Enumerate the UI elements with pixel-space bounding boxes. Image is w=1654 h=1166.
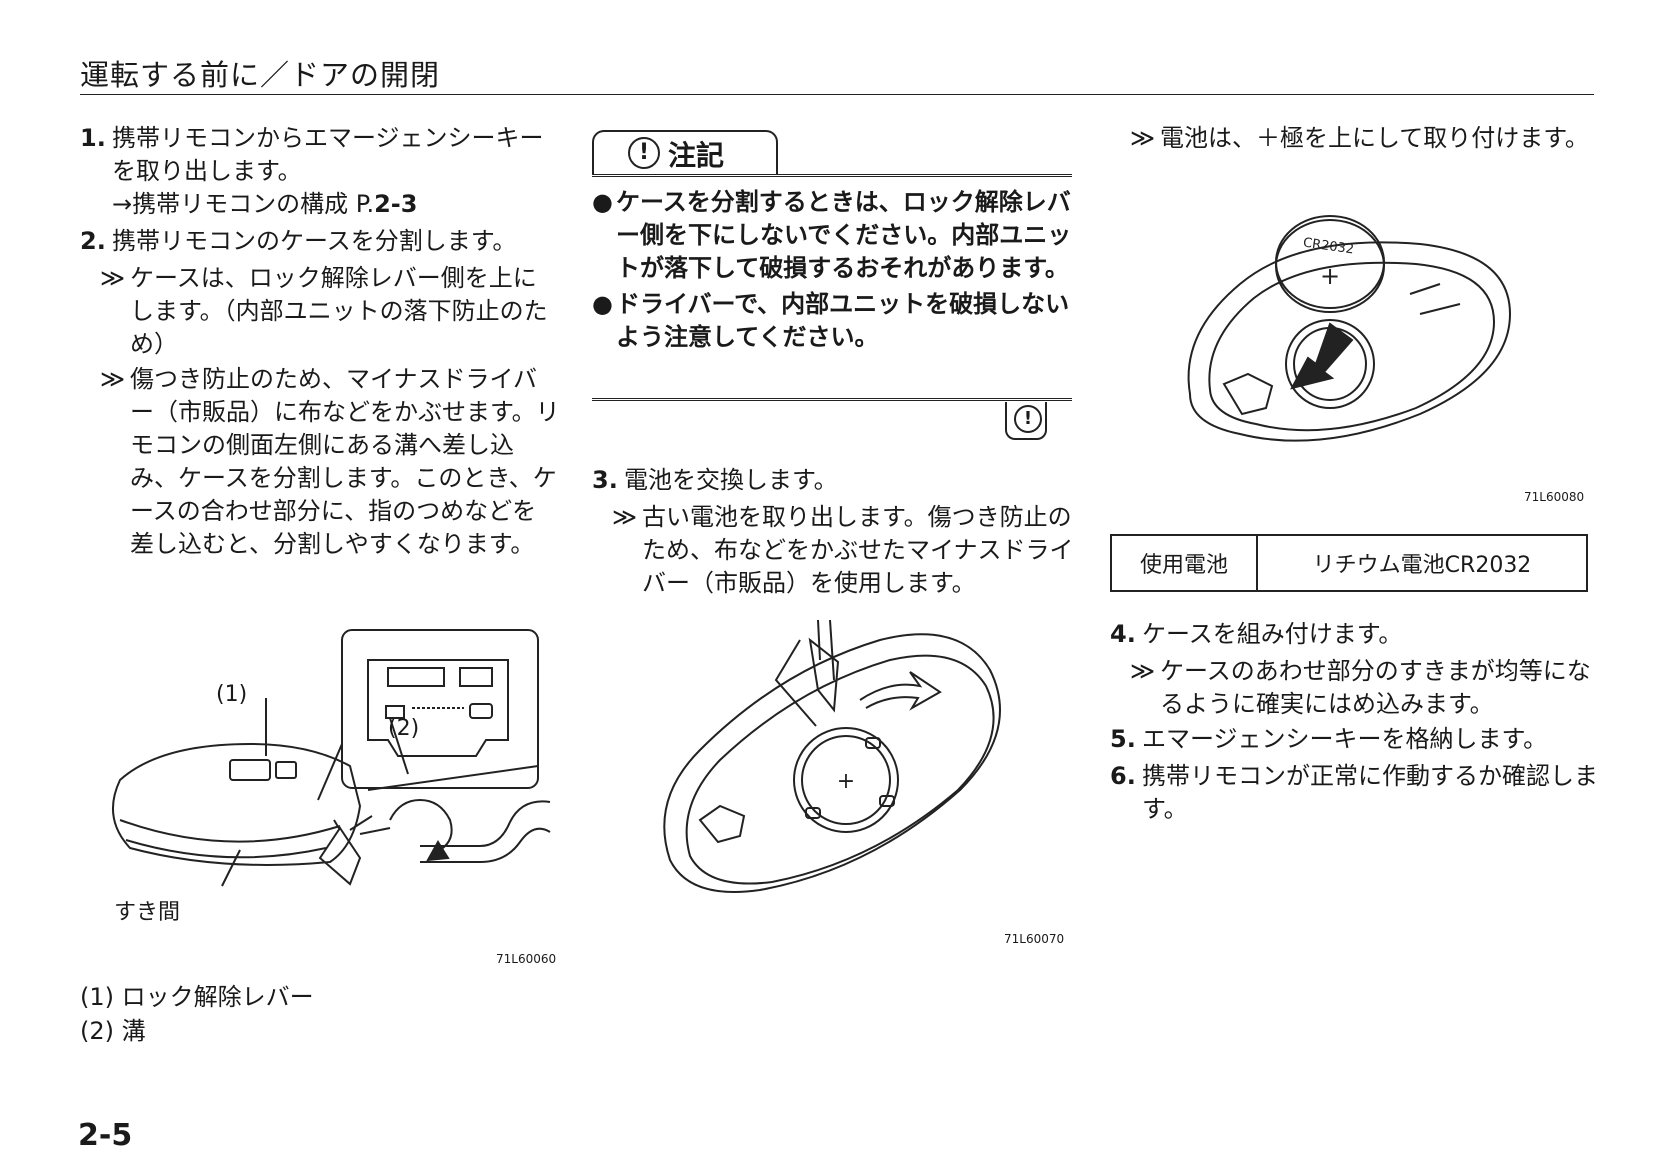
- bullet: ●: [592, 188, 613, 216]
- caution-header: ! 注記: [592, 130, 778, 174]
- caution-bottom-rule: [592, 398, 1072, 401]
- note-mark: ≫: [1130, 124, 1156, 152]
- step-text: ケースを組み付けます。: [1142, 620, 1403, 648]
- step-text: 携帯リモコンのケースを分割します。: [112, 227, 517, 255]
- battery-install-illustration: CR2032 +: [1187, 215, 1512, 442]
- figure-legend: (1) ロック解除レバー (2) 溝: [80, 980, 314, 1048]
- step-text: 電池を交換します。: [624, 466, 838, 494]
- step-text: 携帯リモコンが正常に作動するか確認します。: [1142, 762, 1598, 823]
- figure-code: 71L60060: [496, 952, 557, 966]
- callout-2-label: (2): [388, 716, 420, 741]
- figure-battery-install: CR2032 +: [1180, 214, 1520, 484]
- step-5: 5. エマージェンシーキーを格納します。: [1110, 723, 1600, 756]
- note-mark: ≫: [100, 365, 126, 393]
- step-1: 1. 携帯リモコンからエマージェンシーキーを取り出します。 →携帯リモコンの構成…: [80, 122, 560, 221]
- step-number: 6.: [1110, 762, 1136, 790]
- caution-item-text: ケースを分割するときは、ロック解除レバー側を下にしないでください。内部ユニットが…: [616, 188, 1072, 282]
- exclamation-icon: !: [628, 137, 660, 169]
- step-2-note-1: ≫ ケースは、ロック解除レバー側を上にします。（内部ユニットの落下防止のため）: [100, 262, 560, 361]
- reference-page: 2-3: [374, 190, 418, 218]
- page-number: 2-5: [78, 1118, 133, 1153]
- step-number: 2.: [80, 227, 106, 255]
- step-number: 3.: [592, 466, 618, 494]
- gap-label: すき間: [114, 900, 181, 925]
- figure-code: 71L60080: [1524, 490, 1585, 504]
- step-4: 4. ケースを組み付けます。: [1110, 618, 1600, 651]
- title-divider: [80, 94, 1594, 95]
- note-mark: ≫: [100, 264, 126, 292]
- remote-split-illustration: [112, 629, 551, 887]
- step-6: 6. 携帯リモコンが正常に作動するか確認します。: [1110, 760, 1600, 826]
- note-text: 古い電池を取り出します。傷つき防止のため、布などをかぶせたマイナスドライバー（市…: [642, 503, 1074, 597]
- caution-label: 注記: [668, 139, 725, 172]
- caution-item-text: ドライバーで、内部ユニットを破損しないよう注意してください。: [616, 290, 1070, 351]
- step-text: 携帯リモコンからエマージェンシーキーを取り出します。: [112, 124, 544, 185]
- step-number: 5.: [1110, 725, 1136, 753]
- note-mark: ≫: [1130, 657, 1156, 685]
- battery-orientation-note: ≫ 電池は、＋極を上にして取り付けます。: [1130, 122, 1600, 155]
- bullet: ●: [592, 290, 613, 318]
- step-4-note: ≫ ケースのあわせ部分のすきまが均等になるように確実にはめ込みます。: [1130, 655, 1600, 721]
- column-left: 1. 携帯リモコンからエマージェンシーキーを取り出します。 →携帯リモコンの構成…: [80, 122, 560, 563]
- spec-value: リチウム電池CR2032: [1312, 553, 1532, 578]
- battery-removal-illustration: +: [663, 619, 1001, 893]
- note-text: ケースは、ロック解除レバー側を上にします。（内部ユニットの落下防止のため）: [130, 264, 548, 358]
- battery-plus-sign: +: [837, 769, 855, 794]
- figure-code: 71L60070: [1004, 932, 1065, 946]
- figure-battery-removal: +: [660, 619, 1020, 920]
- note-mark: ≫: [612, 503, 638, 531]
- cross-reference: →携帯リモコンの構成 P.2-3: [112, 188, 560, 221]
- battery-model-label: CR2032: [1302, 236, 1355, 258]
- step-2: 2. 携帯リモコンのケースを分割します。: [80, 225, 560, 258]
- exclamation-icon: !: [1014, 405, 1042, 433]
- step-2-note-2: ≫ 傷つき防止のため、マイナスドライバー（市販品）に布などをかぶせます。リモコン…: [100, 363, 560, 561]
- battery-plus-sign: +: [1320, 262, 1340, 290]
- note-text: 傷つき防止のため、マイナスドライバー（市販品）に布などをかぶせます。リモコンの側…: [130, 365, 560, 558]
- spec-label: 使用電池: [1112, 536, 1258, 590]
- battery-spec-table: 使用電池 リチウム電池CR2032: [1110, 534, 1588, 592]
- step-number: 4.: [1110, 620, 1136, 648]
- note-text: 電池は、＋極を上にして取り付けます。: [1160, 124, 1589, 152]
- step-text: エマージェンシーキーを格納します。: [1142, 725, 1548, 753]
- step-3-note: ≫ 古い電池を取り出します。傷つき防止のため、布などをかぶせたマイナスドライバー…: [612, 501, 1078, 600]
- section-title: 運転する前に／ドアの開閉: [80, 58, 441, 92]
- note-text: ケースのあわせ部分のすきまが均等になるように確実にはめ込みます。: [1160, 657, 1591, 718]
- column-right-top: ≫ 電池は、＋極を上にして取り付けます。: [1110, 122, 1600, 157]
- figure-case-split: (1) (2) すき間: [90, 620, 560, 960]
- caution-top-rule: [592, 174, 1072, 177]
- caution-end-marker: !: [1005, 402, 1047, 440]
- column-middle: 3. 電池を交換します。 ≫ 古い電池を取り出します。傷つき防止のため、布などを…: [592, 464, 1078, 602]
- column-right: 4. ケースを組み付けます。 ≫ ケースのあわせ部分のすきまが均等になるように確…: [1110, 618, 1600, 830]
- caution-item: ● ドライバーで、内部ユニットを破損しないよう注意してください。: [592, 288, 1072, 354]
- legend-item-2: (2) 溝: [80, 1017, 146, 1045]
- caution-list: ● ケースを分割するときは、ロック解除レバー側を下にしないでください。内部ユニッ…: [592, 186, 1072, 357]
- legend-item-1: (1) ロック解除レバー: [80, 983, 314, 1011]
- caution-item: ● ケースを分割するときは、ロック解除レバー側を下にしないでください。内部ユニッ…: [592, 186, 1072, 285]
- reference-text: →携帯リモコンの構成 P.: [112, 190, 375, 218]
- step-number: 1.: [80, 124, 106, 152]
- callout-1-label: (1): [216, 682, 248, 707]
- step-3: 3. 電池を交換します。: [592, 464, 1078, 497]
